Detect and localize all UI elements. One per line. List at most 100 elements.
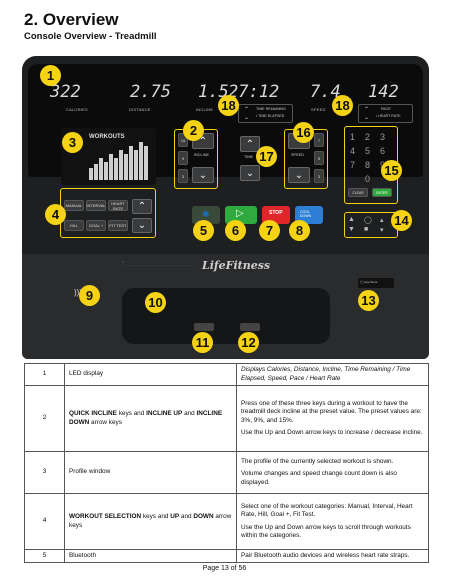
speed-preset-3[interactable]: 3 [314, 169, 324, 183]
workout-key-heart-rate[interactable]: HEART RATE [108, 200, 128, 211]
row-feature: Bluetooth [64, 548, 237, 564]
volume-up-icon[interactable]: ▲ [348, 216, 355, 223]
callout-3: 3 [62, 132, 83, 153]
warning-label: ⚠ ......................................… [122, 261, 194, 267]
feature-bold: WORKOUT SELECTION [69, 513, 142, 521]
workout-up-button[interactable]: ⌃ [132, 199, 152, 214]
workout-key-interval[interactable]: INTERVAL [86, 200, 106, 211]
feature-bold: UP [170, 513, 180, 521]
brand-logo: LifeFitness [202, 259, 271, 272]
row-feature: WORKOUT SELECTION keys and UP and DOWN a… [64, 493, 237, 550]
callout-18-time: 18 [218, 95, 239, 116]
row-number: 2 [24, 385, 65, 452]
pace-label: PACE [381, 107, 391, 111]
row-description: Press one of these three keys during a w… [236, 385, 429, 452]
go-button[interactable]: ▷ [225, 206, 257, 224]
keypad-8[interactable]: 8 [365, 160, 371, 170]
callout-14: 14 [391, 210, 412, 231]
time-key-label: TIME [244, 155, 254, 159]
keypad-6[interactable]: 6 [380, 146, 386, 156]
page-title: 2. Overview [24, 10, 119, 29]
keypad: 1 2 3 4 5 6 7 8 9 0 CLEAR ENTER [348, 130, 394, 200]
callout-5: 5 [193, 220, 214, 241]
keypad-3[interactable]: 3 [380, 132, 386, 142]
incline-preset-9[interactable]: 9 [178, 151, 188, 165]
callout-9: 9 [79, 285, 100, 306]
power-icon[interactable]: ◯ [364, 217, 372, 224]
usb-port [194, 323, 214, 331]
time-elapsed-label: • TIME ELAPSED [256, 114, 285, 118]
bluetooth-button[interactable]: ✱ [192, 206, 220, 224]
incline-down-button[interactable]: ⌄ [192, 167, 214, 183]
time-toggle-box: TIME REMAINING • TIME ELAPSED ⌃ ⌄ [238, 104, 293, 123]
description-paragraph: Select one of the workout categories: Ma… [241, 502, 413, 519]
chevron-down-icon: ⌄ [364, 115, 370, 121]
time-remaining-label: TIME REMAINING [256, 107, 286, 111]
speed-preset-5[interactable]: 5 [314, 151, 324, 165]
row-feature: Profile window [64, 451, 237, 494]
keypad-enter[interactable]: ENTER [372, 188, 392, 197]
time-down-button[interactable]: ⌄ [240, 165, 260, 181]
channel-down-icon[interactable]: ▾ [380, 227, 384, 234]
heart-rate-label: • HEART RATE [376, 114, 401, 118]
distance-label: DISTANCE [129, 107, 151, 112]
row-description: Displays Calories, Distance, Incline, Ti… [236, 363, 429, 386]
keypad-7[interactable]: 7 [350, 160, 356, 170]
speed-down-button[interactable]: ⌄ [288, 167, 310, 183]
incline-key-label: INCLINE [194, 153, 209, 157]
profile-title: WORKOUTS [89, 134, 125, 140]
callout-13: 13 [358, 290, 379, 311]
callout-18-pace: 18 [332, 95, 353, 116]
keypad-clear[interactable]: CLEAR [348, 188, 368, 197]
description-paragraph: Use the Up and Down arrow keys to scroll… [241, 523, 411, 539]
callout-4: 4 [45, 204, 66, 225]
workout-down-button[interactable]: ⌄ [132, 218, 152, 233]
keypad-4[interactable]: 4 [350, 146, 356, 156]
speed-label: SPEED [311, 107, 326, 112]
pace-toggle-box: PACE • HEART RATE ⌃ ⌄ [358, 104, 413, 123]
channel-up-icon[interactable]: ▴ [380, 217, 384, 224]
feature-bold: INCLINE UP [146, 410, 183, 418]
feature-text: keys and [141, 513, 171, 521]
workout-key-fit-test[interactable]: FIT TEST [108, 220, 128, 231]
workout-key-hill[interactable]: HILL [64, 220, 84, 231]
distance-value: 2.75 [130, 82, 171, 102]
row-number: 3 [24, 451, 65, 494]
table-row: 5 Bluetooth Pair Bluetooth audio devices… [24, 548, 429, 564]
speed-preset-7[interactable]: 7 [314, 133, 324, 147]
callout-11: 11 [192, 332, 213, 353]
keypad-1[interactable]: 1 [350, 132, 356, 142]
speed-key-label: SPEED [291, 153, 304, 157]
incline-label: INCLINE [196, 107, 214, 112]
tv-icon[interactable]: ■ [364, 226, 369, 233]
keypad-0[interactable]: 0 [365, 174, 371, 184]
speed-value: 7.4 [310, 82, 341, 102]
row-description: Pair Bluetooth audio devices and wireles… [236, 548, 429, 564]
callout-7: 7 [259, 220, 280, 241]
time-up-button[interactable]: ⌃ [240, 136, 260, 152]
row-number: 5 [24, 548, 65, 564]
callout-1: 1 [40, 65, 61, 86]
stop-button[interactable]: STOP [262, 206, 290, 224]
headphone-port [240, 323, 260, 331]
table-row: 3 Profile window The profile of the curr… [24, 451, 429, 494]
table-row: 4 WORKOUT SELECTION keys and UP and DOWN… [24, 493, 429, 550]
keypad-5[interactable]: 5 [365, 146, 371, 156]
table-row: 1 LED display Displays Calories, Distanc… [24, 363, 429, 386]
description-paragraph: Use the Up and Down arrow keys to increa… [241, 428, 423, 436]
calories-value: 322 [50, 82, 81, 102]
feature-text: keys and [116, 410, 147, 418]
incline-preset-3[interactable]: 3 [178, 169, 188, 183]
feature-text: arrow keys [89, 418, 122, 426]
volume-down-icon[interactable]: ▼ [348, 226, 355, 233]
workout-key-goal[interactable]: GOAL + [86, 220, 106, 231]
keypad-2[interactable]: 2 [365, 132, 371, 142]
description-paragraph: Press one of these three keys during a w… [241, 399, 422, 424]
row-description: The profile of the currently selected wo… [236, 451, 429, 494]
callout-17: 17 [256, 146, 277, 167]
workout-key-manual[interactable]: MANUAL [64, 200, 84, 211]
feature-bold: INCLINE DOWN [69, 410, 223, 426]
table-row: 2 QUICK INCLINE keys and INCLINE UP and … [24, 385, 429, 452]
